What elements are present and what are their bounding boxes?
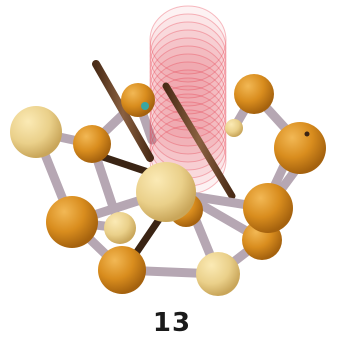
glow-ring [149, 29, 227, 99]
atom-bottom-left [98, 246, 146, 294]
glow-ring [149, 5, 227, 75]
back-atoms [10, 74, 326, 174]
atom-front-left [46, 196, 98, 248]
atom-right-dot [304, 131, 310, 137]
atom-left-large [10, 106, 62, 158]
atom-top-right [234, 74, 274, 114]
atom-front-left-small [104, 212, 136, 244]
glow-ring [149, 21, 227, 91]
atom-right-small [225, 119, 243, 137]
atom-left-inner [73, 125, 111, 163]
atom-marker [141, 102, 149, 110]
figure-number: 13 [152, 308, 192, 338]
atom-front-right [243, 183, 293, 233]
atom-right-large [274, 122, 326, 174]
front-atoms [46, 162, 293, 296]
atom-top-left [121, 83, 155, 117]
atom-center-large [136, 162, 196, 222]
glow-ring [149, 13, 227, 83]
rod-left [92, 60, 154, 162]
rod-right [162, 82, 236, 200]
atom-bottom-right [196, 252, 240, 296]
